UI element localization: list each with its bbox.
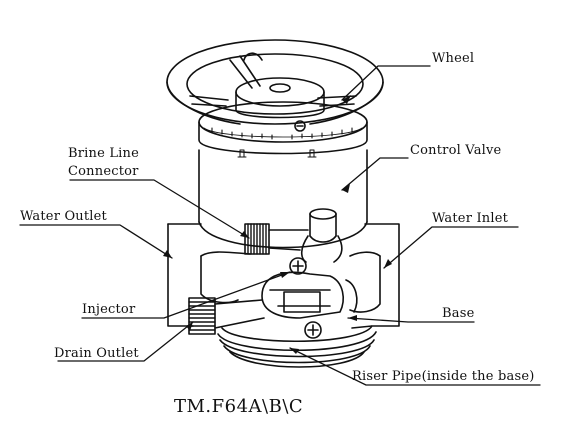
brine-line-connector: [244, 223, 309, 255]
label-connector: Connector: [68, 164, 139, 179]
label-wheel: Wheel: [432, 51, 475, 66]
label-water-outlet: Water Outlet: [20, 209, 107, 224]
housing-frame: [167, 223, 400, 327]
label-control-valve: Control Valve: [410, 143, 502, 158]
label-riser-pipe: Riser Pipe(inside the base): [352, 369, 535, 384]
label-base: Base: [442, 306, 475, 321]
dial-ring: [198, 101, 368, 158]
label-injector: Injector: [82, 302, 136, 317]
label-drain-outlet: Drain Outlet: [54, 346, 139, 361]
drain-outlet: [188, 297, 265, 335]
label-water-inlet: Water Inlet: [432, 211, 509, 226]
valve-body: [198, 149, 368, 263]
label-brine-line: Brine Line: [68, 146, 139, 161]
leader-lines: [19, 65, 541, 386]
base-threads: [217, 325, 377, 368]
injector-assembly: [261, 257, 358, 339]
wheel-illustration: [166, 39, 384, 132]
leader-arrowheads: [163, 95, 392, 354]
model-caption: TM.F64A\B\C: [174, 396, 304, 417]
